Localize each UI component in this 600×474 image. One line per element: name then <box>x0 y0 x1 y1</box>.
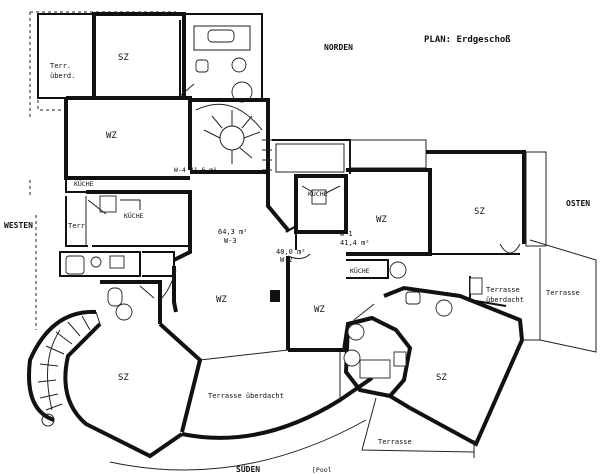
east-terraces <box>361 239 597 458</box>
plan-title: PLAN: Erdgeschoß <box>424 35 511 45</box>
compass-west: WESTEN <box>4 221 33 230</box>
room-terrasse-south: Terrasse <box>378 438 412 446</box>
room-terr-label-1: Terr. <box>50 62 71 70</box>
room-kueche-center: KÜCHE <box>308 189 328 198</box>
room-terr-label-2: überd. <box>50 72 75 80</box>
labels: PLAN: Erdgeschoß NORDEN OSTEN WESTEN SÜD… <box>4 35 590 474</box>
room-terr-left: Terr <box>68 222 85 230</box>
nw-block <box>37 12 263 103</box>
room-wz-center: WZ <box>216 295 227 305</box>
room-kueche-ne: KÜCHE <box>350 266 370 275</box>
se-wing <box>343 276 525 447</box>
south-terrace <box>109 349 374 471</box>
central-stair <box>190 98 351 180</box>
room-kueche-left-top: KÜCHE <box>74 179 94 188</box>
room-sz-se: SZ <box>436 373 447 383</box>
compass-east: OSTEN <box>566 199 590 208</box>
room-wz-left: WZ <box>106 131 117 141</box>
compass-north: NORDEN <box>324 43 353 52</box>
ne-wing <box>294 139 547 279</box>
room-terrasse-ueberdacht-east-2: überdacht <box>486 296 524 304</box>
west-bath <box>59 251 175 324</box>
room-sz-sw: SZ <box>118 373 129 383</box>
room-sz-ne: SZ <box>474 207 485 217</box>
sw-wing <box>27 309 203 459</box>
room-w2: W-2 <box>280 256 293 264</box>
room-w2-area: 40,0 m² <box>276 248 306 256</box>
compass-south: SÜDEN <box>236 464 260 474</box>
room-w4: W-4 41,6 m² <box>174 166 217 174</box>
room-terrasse-ueberdacht-east-1: Terrasse <box>486 286 520 294</box>
room-wz-ne: WZ <box>376 215 387 225</box>
room-terrasse-ueberdacht-south: Terrasse überdacht <box>208 392 284 400</box>
room-w1-area: 41,4 m² <box>340 239 370 247</box>
room-w3-area: 64,3 m² <box>218 228 248 236</box>
room-w1: W-1 <box>340 230 353 238</box>
room-w3: W-3 <box>224 237 237 245</box>
room-sz-top: SZ <box>118 53 129 63</box>
room-kueche-left-mid: KÜCHE <box>124 211 144 220</box>
room-pool: [Pool <box>312 466 332 474</box>
room-terrasse-east: Terrasse <box>546 289 580 297</box>
room-wz-center-right: WZ <box>314 305 325 315</box>
